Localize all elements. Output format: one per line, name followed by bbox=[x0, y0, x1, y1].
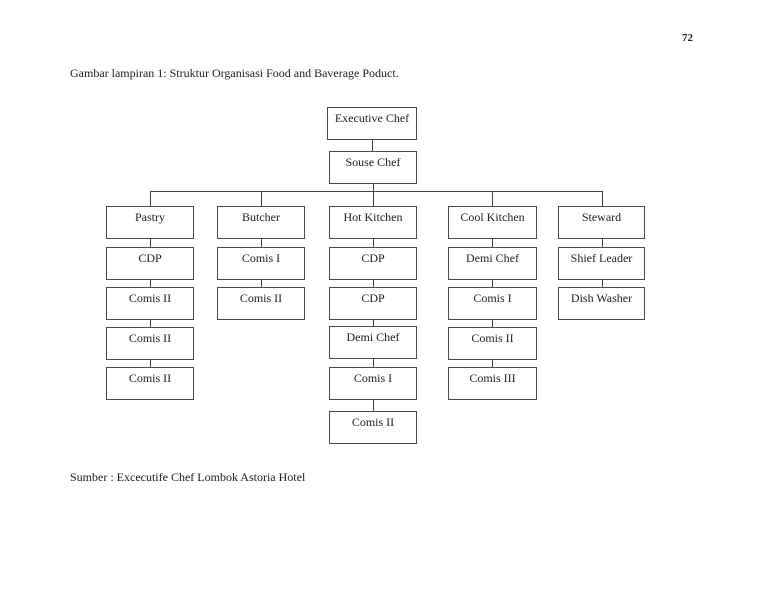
connector-hot-1 bbox=[373, 239, 374, 247]
org-node-cool-kitchen: Cool Kitchen bbox=[448, 206, 537, 239]
org-node-cool-comis-ii: Comis II bbox=[448, 327, 537, 360]
connector-drop-hot-kitchen bbox=[373, 192, 374, 206]
org-node-cool-comis-iii: Comis III bbox=[448, 367, 537, 400]
connector-cool-3 bbox=[492, 320, 493, 327]
connector-exec-to-souse bbox=[372, 140, 373, 151]
connector-pastry-4 bbox=[150, 360, 151, 367]
org-node-pastry-comis-ii-2: Comis II bbox=[106, 327, 194, 360]
connector-hot-3 bbox=[373, 320, 374, 326]
org-node-pastry-comis-ii-3: Comis II bbox=[106, 367, 194, 400]
org-node-hot-cdp-1: CDP bbox=[329, 247, 417, 280]
org-node-steward: Steward bbox=[558, 206, 645, 239]
connector-cool-4 bbox=[492, 360, 493, 367]
org-node-pastry-comis-ii-1: Comis II bbox=[106, 287, 194, 320]
org-node-pastry-cdp: CDP bbox=[106, 247, 194, 280]
org-node-souse-chef: Souse Chef bbox=[329, 151, 417, 184]
org-node-hot-demi-chef: Demi Chef bbox=[329, 326, 417, 359]
connector-cool-1 bbox=[492, 239, 493, 247]
connector-steward-2 bbox=[602, 280, 603, 287]
connector-pastry-1 bbox=[150, 239, 151, 247]
source-note: Sumber : Excecutife Chef Lombok Astoria … bbox=[70, 470, 306, 484]
connector-cool-2 bbox=[492, 280, 493, 287]
org-node-steward-shief-leader: Shief Leader bbox=[558, 247, 645, 280]
connector-hot-4 bbox=[373, 359, 374, 367]
org-node-cool-demi-chef: Demi Chef bbox=[448, 247, 537, 280]
connector-drop-pastry bbox=[150, 192, 151, 206]
connector-butcher-1 bbox=[261, 239, 262, 247]
org-node-hot-cdp-2: CDP bbox=[329, 287, 417, 320]
org-node-butcher-comis-ii: Comis II bbox=[217, 287, 305, 320]
connector-drop-butcher bbox=[261, 192, 262, 206]
connector-steward-1 bbox=[602, 239, 603, 247]
org-node-hot-comis-ii: Comis II bbox=[329, 411, 417, 444]
org-node-butcher: Butcher bbox=[217, 206, 305, 239]
connector-horizontal-bus bbox=[150, 191, 603, 192]
connector-drop-cool-kitchen bbox=[492, 192, 493, 206]
org-node-butcher-comis-i: Comis I bbox=[217, 247, 305, 280]
org-node-hot-comis-i: Comis I bbox=[329, 367, 417, 400]
org-node-pastry: Pastry bbox=[106, 206, 194, 239]
connector-hot-2 bbox=[373, 280, 374, 287]
org-node-steward-dish-washer: Dish Washer bbox=[558, 287, 645, 320]
org-node-executive-chef: Executive Chef bbox=[327, 107, 417, 140]
connector-butcher-2 bbox=[261, 280, 262, 287]
figure-caption: Gambar lampiran 1: Struktur Organisasi F… bbox=[70, 66, 399, 80]
connector-pastry-2 bbox=[150, 280, 151, 287]
connector-hot-5 bbox=[373, 400, 374, 411]
org-node-hot-kitchen: Hot Kitchen bbox=[329, 206, 417, 239]
org-node-cool-comis-i: Comis I bbox=[448, 287, 537, 320]
connector-souse-to-bus bbox=[373, 184, 374, 191]
page-number: 72 bbox=[682, 32, 693, 44]
connector-drop-steward bbox=[602, 192, 603, 206]
connector-pastry-3 bbox=[150, 320, 151, 327]
